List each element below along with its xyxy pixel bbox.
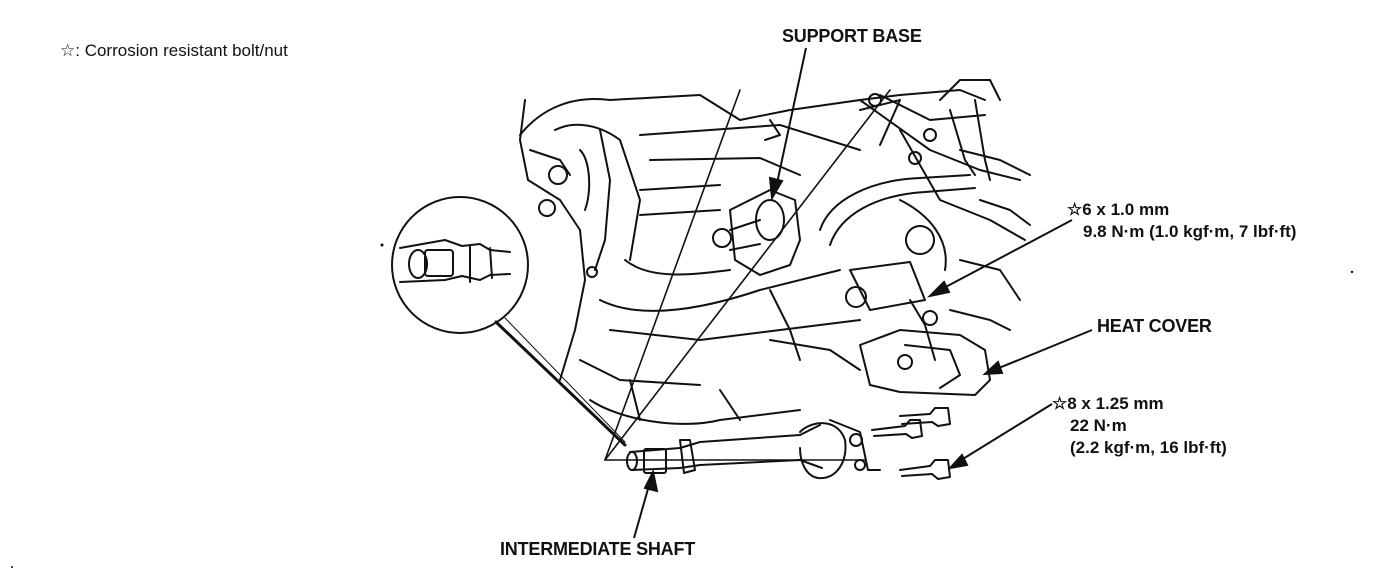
legend: ☆: Corrosion resistant bolt/nut bbox=[60, 42, 288, 59]
bolt6-torque: 9.8 N·m (1.0 kgf·m, 7 lbf·ft) bbox=[1083, 222, 1297, 241]
star-icon: ☆ bbox=[60, 41, 76, 60]
support-base-label: SUPPORT BASE bbox=[782, 26, 922, 46]
bolt8-torque-nm: 22 N·m bbox=[1070, 416, 1127, 435]
engine-block bbox=[519, 79, 1031, 425]
star-icon: ☆ bbox=[1067, 200, 1083, 219]
scan-specks bbox=[11, 243, 1354, 568]
legend-text: : Corrosion resistant bolt/nut bbox=[75, 41, 288, 60]
support-base-part bbox=[712, 189, 801, 276]
intermediate-shaft-label: INTERMEDIATE SHAFT bbox=[500, 539, 696, 559]
heat-cover-label: HEAT COVER bbox=[1097, 316, 1212, 336]
bolts bbox=[871, 407, 951, 480]
inset-detail bbox=[391, 196, 627, 447]
heat-cover-arrow bbox=[982, 360, 1004, 376]
bolt8-torque-alt: (2.2 kgf·m, 16 lbf·ft) bbox=[1070, 438, 1227, 457]
intermediate-shaft-arrow bbox=[643, 468, 659, 493]
intermediate-shaft-part bbox=[626, 419, 881, 480]
bolt8-arrow bbox=[947, 453, 969, 470]
support-base-arrow bbox=[768, 176, 784, 202]
bolt8-spec: ☆8 x 1.25 mm 22 N·m (2.2 kgf·m, 16 lbf·f… bbox=[1052, 393, 1227, 459]
bolt6-arrow bbox=[926, 280, 951, 298]
guide-lines bbox=[604, 89, 891, 461]
bolt6-size: 6 x 1.0 mm bbox=[1082, 200, 1170, 219]
bolt8-size: 8 x 1.25 mm bbox=[1067, 394, 1164, 413]
bolt6-spec: ☆6 x 1.0 mm 9.8 N·m (1.0 kgf·m, 7 lbf·ft… bbox=[1067, 199, 1296, 243]
leader-lines bbox=[633, 47, 1093, 539]
heat-cover-part bbox=[845, 261, 991, 396]
star-icon: ☆ bbox=[1052, 394, 1068, 413]
